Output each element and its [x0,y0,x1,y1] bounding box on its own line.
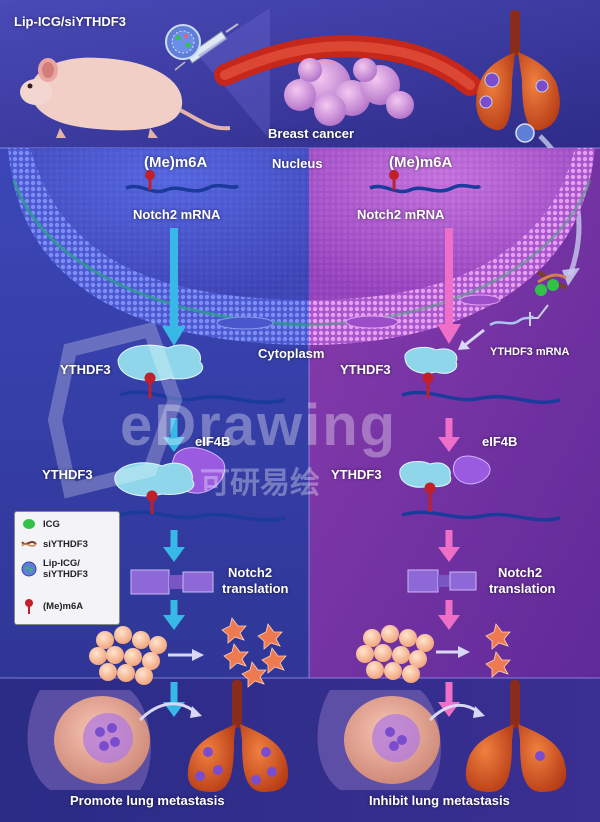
lungs-top-icon [476,10,560,131]
right-eif4b-label: eIF4B [482,434,518,449]
left-notch2-mrna-nuclear [125,170,239,194]
left-eif4b-label: eIF4B [195,434,231,449]
breast-tumor-cluster [284,58,414,126]
icg-icon [23,519,35,529]
left-breast-tumor-illustration [27,690,151,790]
sirna-icon [21,541,37,547]
left-mrna-label: Notch2 mRNA [133,207,221,222]
left-ythdf3-label-bottom: YTHDF3 [42,467,93,482]
right-arrow-3 [438,530,460,562]
left-metastatic-cells [221,617,287,688]
nuclear-membrane-left [8,148,310,345]
right-translation-label-1: Notch2 [498,565,543,580]
watermark-subtext: 可研易绘 [200,467,320,500]
right-breast-tumor-illustration [317,690,441,790]
right-lungs-inhibited [465,680,567,792]
right-arrow-nucleus-to-cytoplasm [437,228,461,344]
right-notch2-translation-icon [407,569,477,593]
left-metastatic-lungs [187,680,289,792]
left-notch2-translation-icon [130,569,214,595]
left-arrow-3 [163,530,185,562]
promote-outcome-label: Promote lung metastasis [70,793,225,808]
lip-icg-nanoparticle-icon [165,24,201,60]
left-arrow-4 [163,600,185,630]
left-ythdf3-label-top: YTHDF3 [60,362,111,377]
formulation-label: Lip-ICG/siYTHDF3 [14,14,126,29]
left-ythdf3-binding [117,344,286,405]
right-arrow-4 [438,600,460,630]
syringe-icon [174,23,239,71]
right-translation-label-2: translation [489,581,556,596]
right-ythdf3-eif4b-complex [399,455,561,522]
right-arrow-2 [438,418,460,452]
right-notch2-mrna-nuclear [369,170,482,194]
right-ythdf3-label-top: YTHDF3 [340,362,391,377]
m6a-pin-icon [25,599,33,614]
cytoplasm-label: Cytoplasm [258,346,325,361]
ythdf3-mrna-label: YTHDF3 mRNA [490,346,570,358]
legend-siythdf3: siYTHDF3 [21,538,88,550]
nude-mouse-illustration [20,57,231,138]
nanoparticle-icon [21,561,37,577]
blood-vessel [214,35,481,96]
right-metastatic-cells [485,623,511,678]
icg-dot [535,284,547,296]
right-ythdf3-binding [401,346,561,405]
left-translation-label-2: translation [222,581,289,596]
left-translation-label-1: Notch2 [228,565,273,580]
watermark-logo [47,321,183,499]
right-mrna-label: Notch2 mRNA [357,207,445,222]
right-tumor-cell-cluster [356,625,434,683]
left-arrow-nucleus-to-cytoplasm [162,228,186,346]
legend-box: ICG siYTHDF3 Lip-ICG/siYTHDF3 (Me)m6A [14,511,120,625]
legend-m6a: (Me)m6A [21,598,83,614]
right-ythdf3-label-bottom: YTHDF3 [331,467,382,482]
watermark-text: eDrawing [120,393,398,458]
left-tumor-cell-cluster [89,626,167,685]
breast-cancer-label: Breast cancer [268,126,354,141]
right-m6a-label: (Me)m6A [389,154,453,171]
left-arrow-2 [163,418,185,452]
legend-icg: ICG [21,518,60,530]
icg-dot [547,279,559,291]
inhibit-outcome-label: Inhibit lung metastasis [369,793,510,808]
left-m6a-label: (Me)m6A [144,154,208,171]
left-ythdf3-eif4b-complex [114,447,286,522]
legend-lip-icg: Lip-ICG/siYTHDF3 [21,558,88,580]
nucleus-label: Nucleus [272,156,323,171]
